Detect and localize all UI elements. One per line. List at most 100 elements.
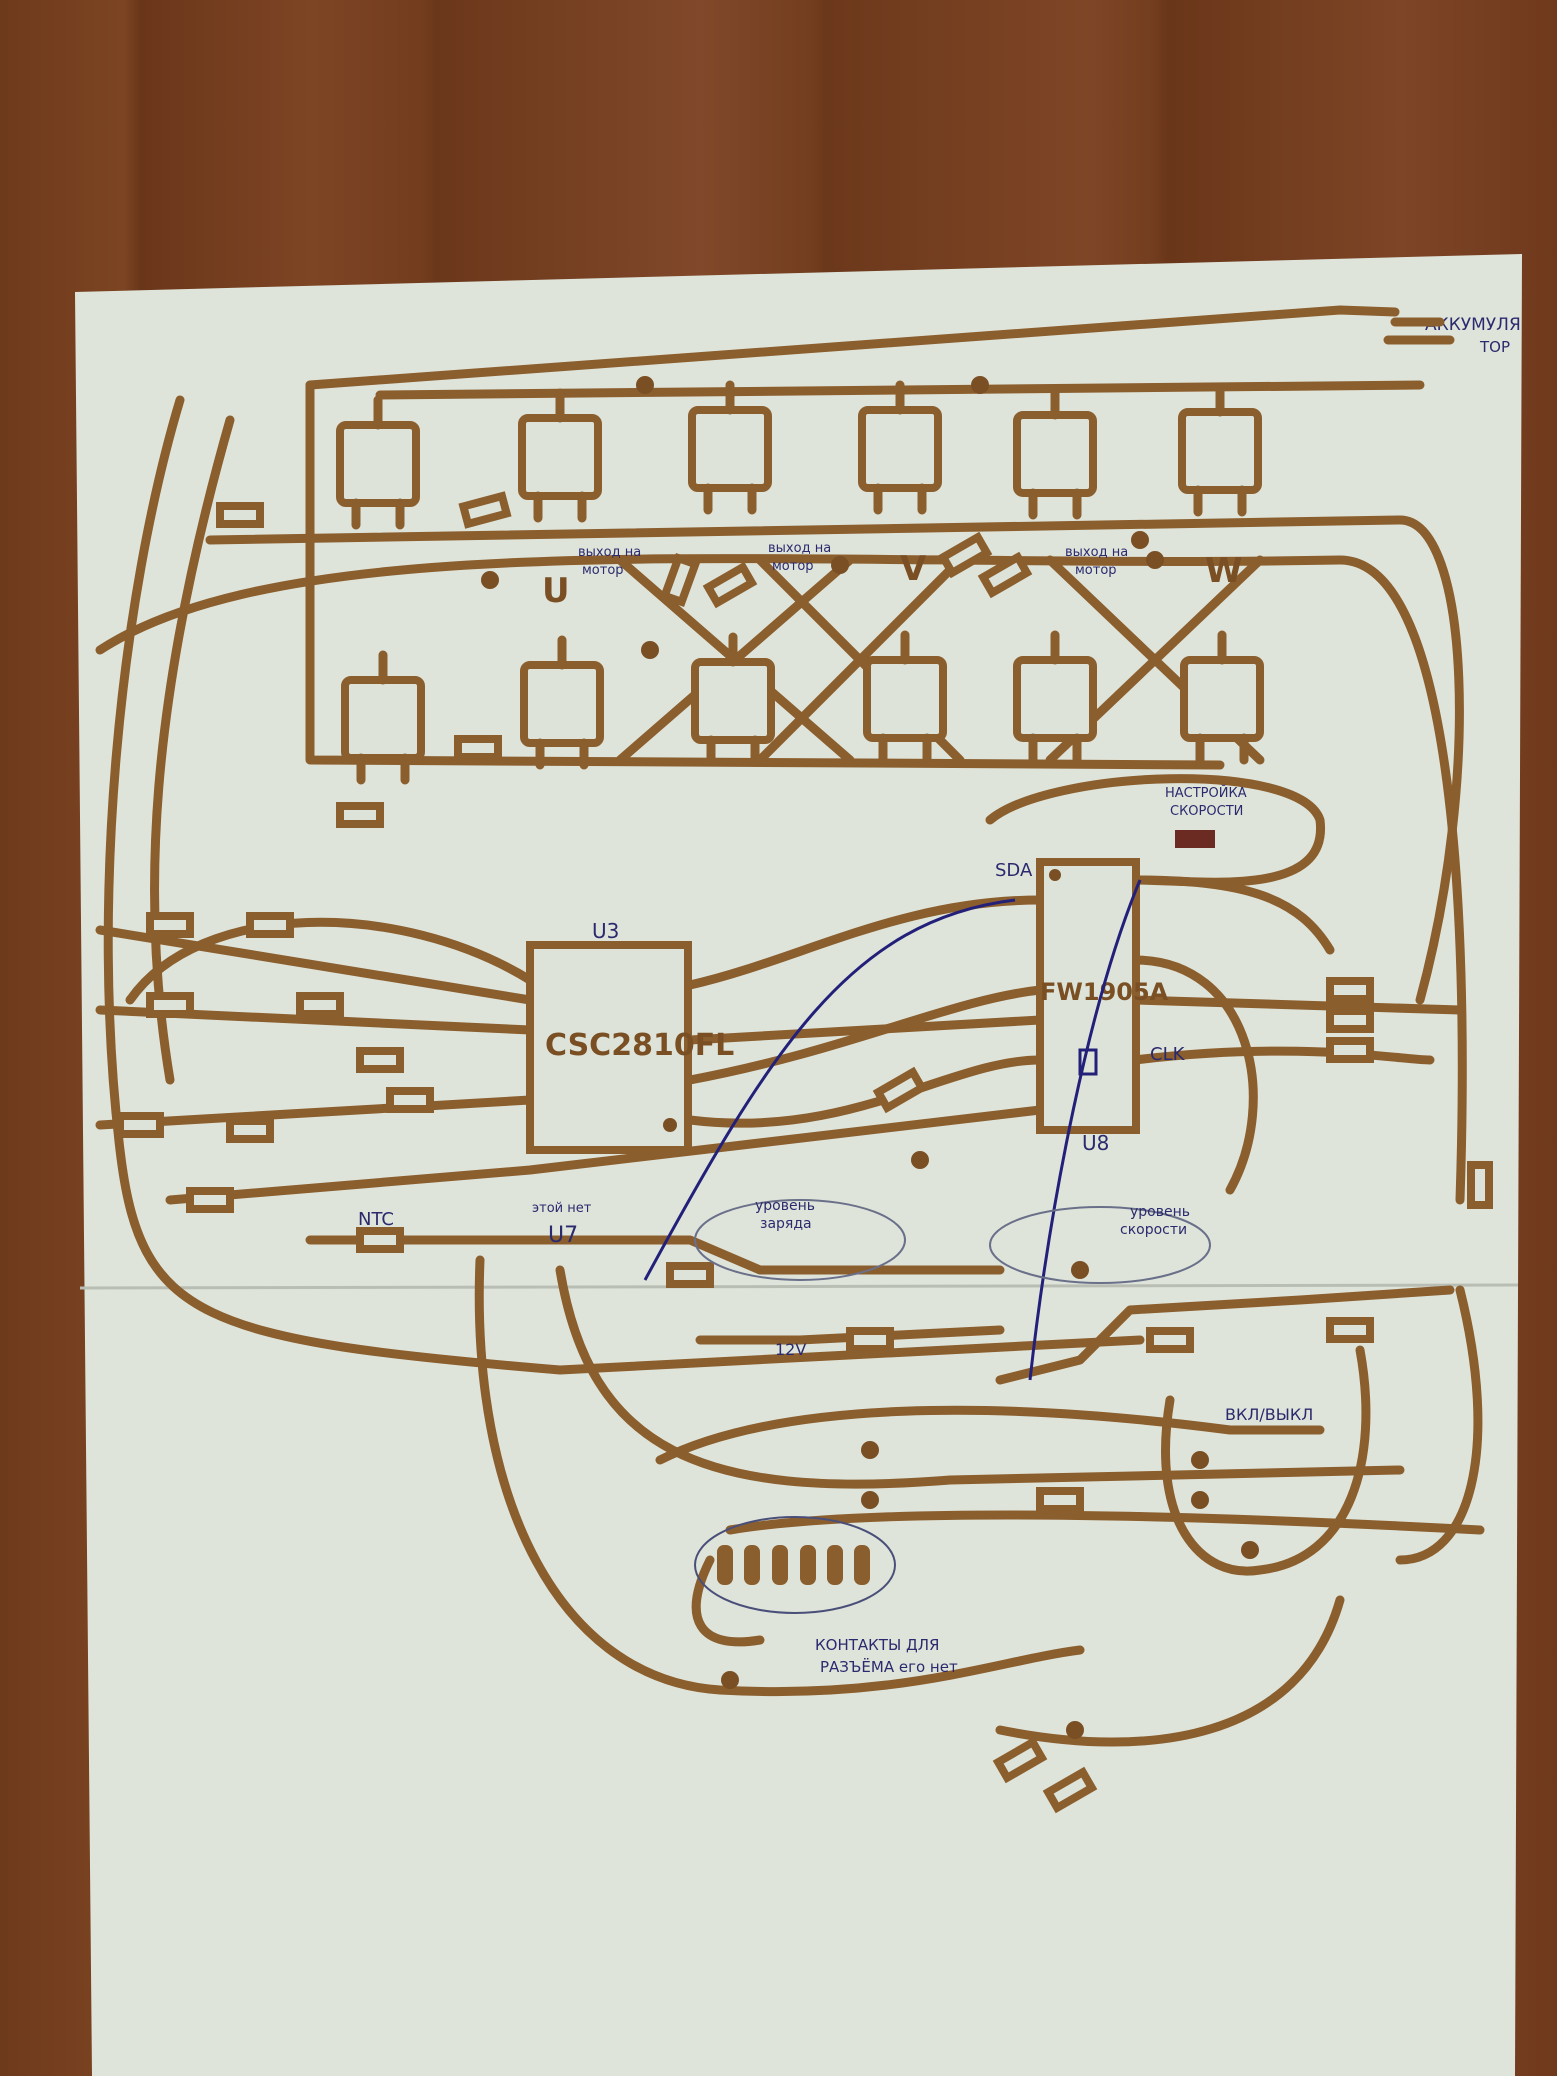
resistor: [1326, 1037, 1374, 1063]
voltage-label: 12V: [775, 1340, 806, 1359]
mosfet: [1180, 630, 1264, 765]
wires: [95, 305, 1485, 1747]
ntc-label: NTC: [358, 1209, 394, 1230]
junction-dot: [861, 1491, 879, 1509]
mosfet: [518, 388, 602, 523]
mosfet: [520, 635, 604, 770]
resistor-array: [116, 491, 1493, 1814]
resistor: [216, 502, 264, 528]
charge-level-label-1: уровень: [755, 1198, 815, 1214]
charge-level-label-2: заряда: [760, 1216, 812, 1232]
connector-pin: [827, 1545, 843, 1585]
u8-clk-label: CLK: [1150, 1044, 1186, 1065]
mosfet: [1178, 382, 1262, 517]
resistor: [186, 1187, 234, 1213]
connector-label-1: КОНТАКТЫ ДЛЯ: [815, 1636, 939, 1654]
resistor: [226, 1117, 274, 1143]
resistor: [246, 912, 294, 938]
u8-ref: U8: [1082, 1131, 1109, 1155]
motor-u-note2: мотор: [582, 563, 624, 578]
resistor: [1146, 1327, 1194, 1353]
motor-v-output: выход на мотор V: [768, 541, 927, 589]
resistor: [702, 561, 758, 609]
motor-u-output: выход на мотор U: [542, 545, 641, 611]
junction-dot: [1191, 1491, 1209, 1509]
resistor: [146, 912, 194, 938]
junction-dot: [1191, 1451, 1209, 1469]
resistor: [659, 553, 701, 607]
resistor: [356, 1047, 404, 1073]
power-switch-label: ВКЛ/ВЫКЛ: [1225, 1405, 1313, 1424]
resistor: [1326, 1007, 1374, 1033]
speed-level-label-1: уровень: [1130, 1204, 1190, 1220]
paper-fold: [79, 1283, 1519, 1290]
motor-v-phase: V: [900, 549, 927, 589]
battery-label-line1: АККУМУЛЯ: [1425, 315, 1521, 335]
resistor: [977, 551, 1033, 599]
resistor: [992, 1736, 1048, 1784]
junction-dot: [861, 1441, 879, 1459]
connector-pin: [744, 1545, 760, 1585]
mosfet: [336, 395, 420, 530]
resistor: [1042, 1766, 1098, 1814]
speed-level-outline: [989, 1206, 1211, 1284]
junction-dot: [911, 1151, 929, 1169]
mosfet-array: [336, 380, 1264, 785]
resistor: [666, 1262, 714, 1288]
junction-dot: [1241, 1541, 1259, 1559]
junction-dot: [1146, 551, 1164, 569]
resistor: [846, 1327, 894, 1353]
battery-label-line2: ТОР: [1479, 338, 1510, 356]
speed-potentiometer: [1175, 830, 1215, 848]
blue-jumper-wire-clk: [1028, 879, 1142, 1381]
mosfet: [341, 650, 425, 785]
u3-part-number: CSC2810FL: [545, 1028, 734, 1063]
motor-w-output: выход на мотор W: [1065, 545, 1243, 591]
motor-v-note1: выход на: [768, 541, 831, 556]
connector-pin: [854, 1545, 870, 1585]
junction-dot: [1071, 1261, 1089, 1279]
resistor: [356, 1227, 404, 1253]
u7-note: этой нет: [532, 1201, 592, 1216]
resistor: [1467, 1161, 1493, 1209]
mosfet: [1013, 385, 1097, 520]
junction-dot: [641, 641, 659, 659]
resistor: [872, 1066, 928, 1114]
motor-w-note1: выход на: [1065, 545, 1128, 560]
motor-u-phase: U: [542, 571, 570, 611]
speed-adjust-label-1: НАСТРОЙКА: [1165, 785, 1247, 801]
resistor: [1326, 977, 1374, 1003]
motor-w-note2: мотор: [1075, 563, 1117, 578]
mosfet: [863, 630, 947, 765]
blue-resistor: [1078, 1048, 1098, 1076]
resistor: [336, 802, 384, 828]
connector-pins: [717, 1545, 870, 1585]
resistor: [937, 531, 993, 579]
junction-dot: [1066, 1721, 1084, 1739]
battery-label: АККУМУЛЯ ТОР: [1383, 315, 1521, 356]
resistor: [146, 992, 194, 1018]
chip-u3: CSC2810FL U3: [526, 919, 734, 1154]
mosfet: [691, 632, 775, 767]
blue-jumper-wire-sda: [643, 898, 1016, 1281]
resistor: [386, 1087, 434, 1113]
u3-ref: U3: [592, 919, 619, 943]
junction-dots: [481, 376, 1259, 1739]
resistor: [296, 992, 344, 1018]
resistor: [458, 491, 512, 529]
resistor: [454, 735, 502, 761]
connector-pin: [717, 1545, 733, 1585]
resistor: [1036, 1487, 1084, 1513]
connector-outline: [694, 1516, 896, 1614]
motor-u-note1: выход на: [578, 545, 641, 560]
chip-u8: FW1905A U8 SDA CLK: [995, 858, 1186, 1155]
junction-dot: [721, 1671, 739, 1689]
charge-level-outline: [694, 1199, 906, 1281]
junction-dot: [831, 556, 849, 574]
resistor: [116, 1112, 164, 1138]
paper-sheet: [75, 254, 1522, 2076]
speed-level-label-2: скорости: [1120, 1222, 1187, 1238]
u8-sda-label: SDA: [995, 860, 1033, 881]
junction-dot: [636, 376, 654, 394]
